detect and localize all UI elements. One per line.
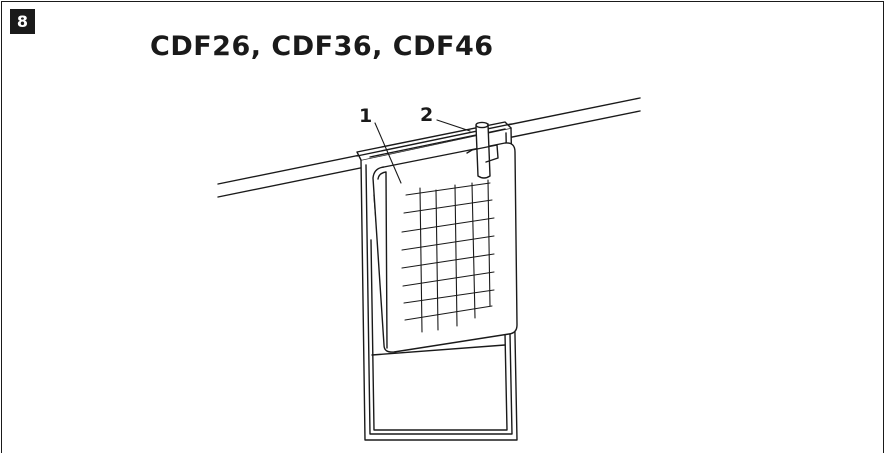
figure-title: CDF26, CDF36, CDF46 xyxy=(150,31,494,62)
callout-leaders xyxy=(374,119,471,184)
figure-number-badge: 8 xyxy=(10,9,35,34)
cartridge-grid xyxy=(401,179,495,333)
callout-2: 2 xyxy=(420,104,433,126)
callout-1: 1 xyxy=(359,105,372,127)
filter-cartridge xyxy=(372,142,518,353)
retaining-pin xyxy=(466,121,499,179)
